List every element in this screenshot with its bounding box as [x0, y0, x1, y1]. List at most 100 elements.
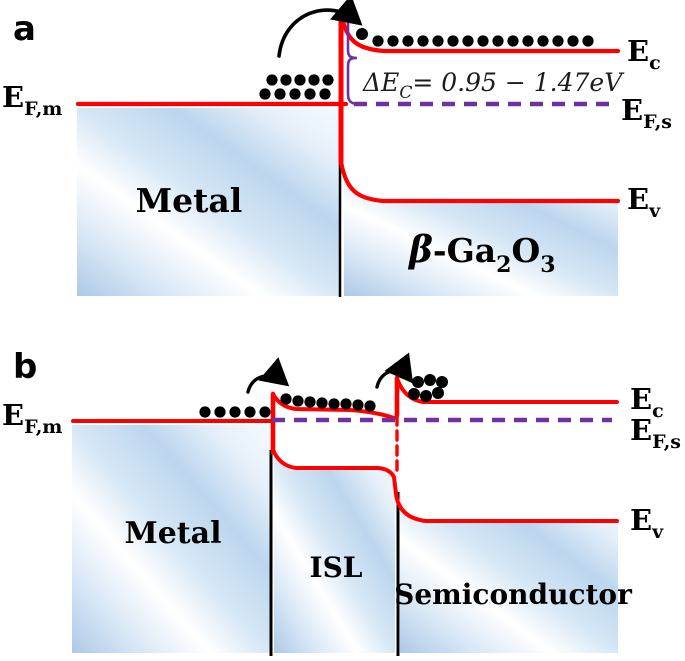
electron-dot	[424, 374, 436, 386]
electron-dot	[294, 74, 306, 86]
electron-dot	[436, 376, 448, 388]
electron-hop-arrow-isl-semiconductor	[375, 352, 414, 389]
metal-label-a: Metal	[136, 181, 243, 220]
electron-dot	[259, 406, 271, 418]
electron-dot	[417, 35, 429, 47]
o-subscript: 3	[540, 252, 555, 278]
efm-sub-b: F,m	[24, 416, 62, 438]
electron-dot	[352, 399, 364, 411]
electron-dot	[328, 398, 340, 410]
fermi-semiconductor-label-a: EF,s	[621, 93, 672, 133]
ev-sub-b: v	[651, 521, 664, 543]
band-lines-b	[71, 375, 619, 523]
electron-dot	[266, 74, 278, 86]
metal-region-b	[72, 425, 270, 653]
electrons-isl-b	[280, 393, 376, 412]
panel-a: a EF,m Metal β-Ga2O3 ΔEC= 0.95 − 1.47eV …	[2, 0, 672, 297]
delta-unit: eV	[589, 68, 625, 97]
isl-label: ISL	[309, 551, 362, 584]
electron-dot	[356, 28, 368, 40]
electrons-metal-a	[259, 74, 334, 100]
ec-sub-b: c	[652, 400, 664, 422]
electron-dot	[280, 74, 292, 86]
electron-dot	[364, 400, 376, 412]
efs-main-b: E	[630, 413, 652, 447]
fermi-semiconductor-label-b: EF,s	[630, 413, 681, 453]
panel-b-letter: b	[13, 347, 37, 387]
isl-valence-band-and-ev	[271, 448, 619, 523]
o-text: O	[511, 231, 540, 270]
electron-dot	[214, 406, 226, 418]
electron-dot	[402, 35, 414, 47]
panel-b: b EF,m Metal ISL Semiconductor Ec EF,s E…	[2, 347, 681, 656]
ec-sub: c	[649, 52, 661, 74]
electron-hop-arrow-metal-isl	[246, 357, 290, 394]
electrons-metal-b	[199, 406, 271, 418]
ev-sub: v	[648, 200, 661, 222]
electron-dot	[432, 35, 444, 47]
efs-sub: F,s	[643, 111, 672, 133]
efm-main: E	[2, 80, 24, 114]
electron-dot	[552, 35, 564, 47]
ga-subscript: 2	[496, 252, 511, 278]
electron-dot	[582, 35, 594, 47]
semiconductor-label: Semiconductor	[394, 578, 633, 611]
electron-dot	[229, 406, 241, 418]
ec-main-b: E	[630, 382, 652, 416]
metal-label-b: Metal	[125, 516, 222, 551]
electron-dot	[420, 390, 432, 402]
electron-dot	[462, 35, 474, 47]
electron-dot	[304, 396, 316, 408]
fermi-metal-label-b: EF,m	[2, 398, 62, 438]
isl-region-b	[274, 453, 395, 653]
electron-dot	[244, 406, 256, 418]
ga-text: -Ga	[433, 231, 496, 270]
electron-dot	[199, 406, 211, 418]
valence-band-label-a: Ev	[627, 182, 661, 222]
electron-dot	[447, 35, 459, 47]
delta-ec-annotation: ΔEC= 0.95 − 1.47eV	[362, 68, 625, 103]
electron-dot	[319, 88, 331, 100]
electron-dot	[432, 387, 444, 399]
metal-region-a	[77, 108, 341, 296]
electron-dot	[274, 88, 286, 100]
electron-dot	[537, 35, 549, 47]
delta-value: = 0.95 − 1.47	[412, 68, 589, 97]
electrons-semiconductor-a	[356, 28, 594, 47]
efm-main-b: E	[2, 398, 24, 432]
valence-band-a	[338, 159, 621, 204]
electron-dot	[408, 388, 420, 400]
electron-dot	[372, 35, 384, 47]
band-lines-a	[75, 10, 621, 204]
electron-dot	[340, 398, 352, 410]
ev-main: E	[627, 182, 649, 216]
electron-dot	[289, 88, 301, 100]
electron-dot	[522, 35, 534, 47]
electrons-semiconductor-b	[408, 374, 448, 402]
electron-dot	[412, 376, 424, 388]
efs-main: E	[621, 93, 643, 127]
semiconductor-region-b	[400, 490, 618, 653]
electron-dot	[308, 74, 320, 86]
electron-dot	[316, 397, 328, 409]
panel-a-letter: a	[13, 9, 36, 49]
electron-dot	[507, 35, 519, 47]
delta-symbol: ΔE	[362, 68, 399, 97]
fermi-metal-label-a: EF,m	[2, 80, 62, 120]
electron-dot	[259, 88, 271, 100]
conduction-band-label-a: Ec	[627, 34, 661, 74]
electron-dot	[387, 35, 399, 47]
electron-dot	[322, 74, 334, 86]
electron-dot	[280, 393, 292, 405]
electron-dot	[304, 88, 316, 100]
semiconductor-region-a	[344, 166, 618, 296]
isl-conduction-band	[271, 392, 396, 420]
beta-symbol: β	[407, 229, 433, 271]
electron-injection-arrow-a	[277, 0, 363, 58]
ec-main: E	[627, 34, 649, 68]
ev-main-b: E	[630, 503, 652, 537]
efs-sub-b: F,s	[652, 431, 681, 453]
delta-subscript: C	[399, 83, 412, 103]
electron-dot	[492, 35, 504, 47]
valence-band-label-b: Ev	[630, 503, 664, 543]
